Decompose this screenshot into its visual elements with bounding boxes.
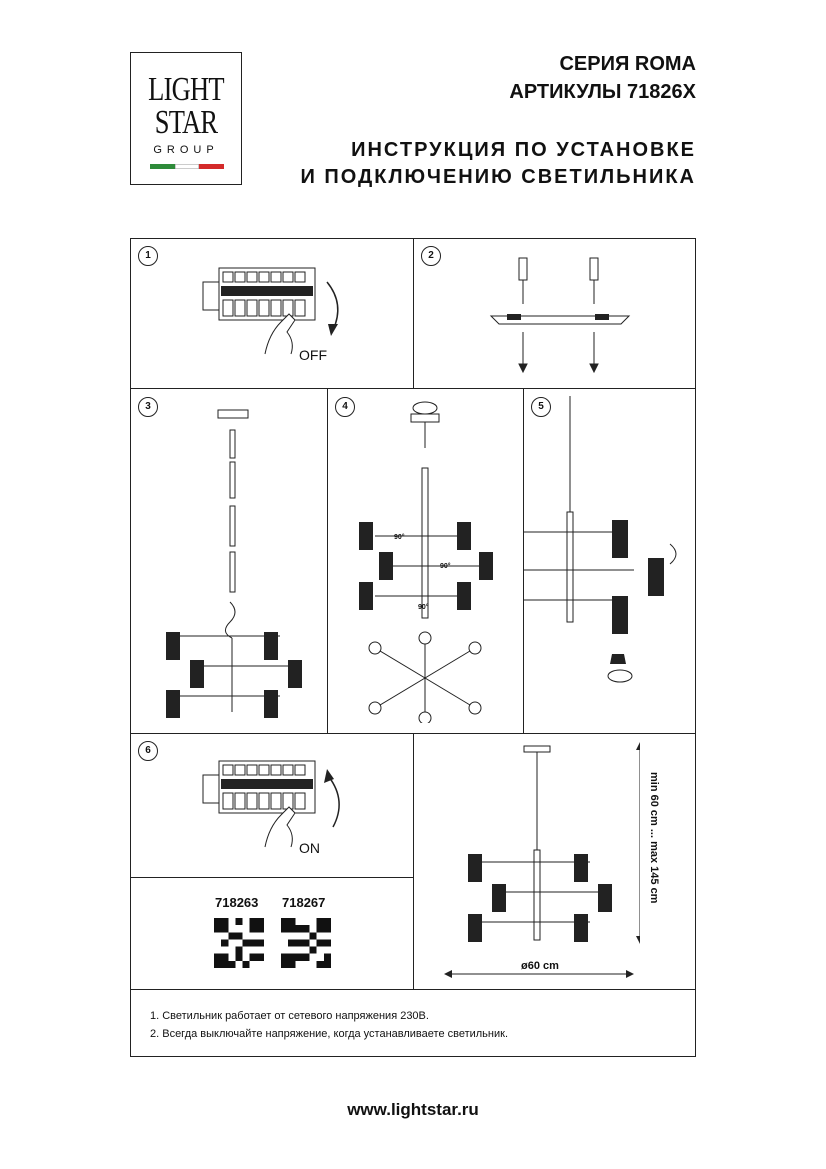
title-line-2: И ПОДКЛЮЧЕНИЮ СВЕТИЛЬНИКА bbox=[300, 166, 696, 188]
qr-code-label-1: 718263 bbox=[215, 895, 259, 910]
flag-red bbox=[199, 164, 225, 169]
off-label: OFF bbox=[299, 347, 327, 363]
fixture-dimensions-illustration bbox=[444, 742, 640, 978]
website-link[interactable]: www.lightstar.ru bbox=[347, 1100, 479, 1119]
safety-notes: 1. Светильник работает от сетевого напря… bbox=[150, 1007, 508, 1043]
logo-line-light: LIGHT bbox=[148, 71, 224, 108]
article-numbers: АРТИКУЛЫ 71826X bbox=[509, 81, 696, 103]
grid-divider bbox=[413, 733, 414, 989]
diameter-dimension: ø60 cm bbox=[521, 960, 559, 972]
grid-divider bbox=[130, 877, 414, 878]
flag-green bbox=[150, 164, 175, 169]
qr-code-1[interactable] bbox=[214, 918, 264, 968]
angle-label-2: 90° bbox=[440, 563, 451, 570]
note-2: 2. Всегда выключайте напряжение, когда у… bbox=[150, 1028, 509, 1040]
height-dimension: min 60 cm ... max 145 cm bbox=[648, 772, 660, 904]
document-title: ИНСТРУКЦИЯ ПО УСТАНОВКЕ И ПОДКЛЮЧЕНИЮ СВ… bbox=[300, 137, 696, 191]
qr-code-2[interactable] bbox=[281, 918, 331, 968]
italian-flag-icon bbox=[150, 164, 225, 169]
step-number-1: 1 bbox=[138, 246, 158, 266]
logo-line-group: GROUP bbox=[153, 144, 219, 156]
qr-code-label-2: 718267 bbox=[282, 895, 326, 910]
arms-assembly-illustration bbox=[359, 401, 493, 723]
mounting-bracket-illustration bbox=[489, 257, 631, 374]
series-header: СЕРИЯ ROMA АРТИКУЛЫ 71826X bbox=[509, 50, 696, 106]
title-line-1: ИНСТРУКЦИЯ ПО УСТАНОВКЕ bbox=[351, 139, 696, 161]
series-name: СЕРИЯ ROMA bbox=[559, 53, 696, 75]
grid-divider bbox=[327, 388, 328, 733]
flag-white bbox=[174, 164, 200, 169]
step-number-2: 2 bbox=[421, 246, 441, 266]
breaker-on-illustration bbox=[202, 760, 340, 848]
grid-divider bbox=[523, 388, 524, 733]
step-number-3: 3 bbox=[138, 397, 158, 417]
step-number-5: 5 bbox=[531, 397, 551, 417]
step-number-4: 4 bbox=[335, 397, 355, 417]
grid-divider bbox=[130, 989, 696, 990]
angle-label-3: 90° bbox=[418, 604, 429, 611]
on-label: ON bbox=[299, 840, 320, 856]
grid-divider bbox=[130, 388, 696, 389]
angle-label-1: 90° bbox=[394, 534, 405, 541]
note-1: 1. Светильник работает от сетевого напря… bbox=[150, 1010, 429, 1022]
breaker-off-illustration bbox=[202, 267, 339, 355]
step-number-6: 6 bbox=[138, 741, 158, 761]
rod-assembly-illustration bbox=[166, 409, 302, 718]
brand-logo: LIGHT STAR GROUP bbox=[130, 52, 242, 185]
shade-installation-illustration bbox=[524, 396, 677, 683]
grid-divider bbox=[413, 238, 414, 388]
logo-line-star: STAR bbox=[154, 104, 218, 141]
